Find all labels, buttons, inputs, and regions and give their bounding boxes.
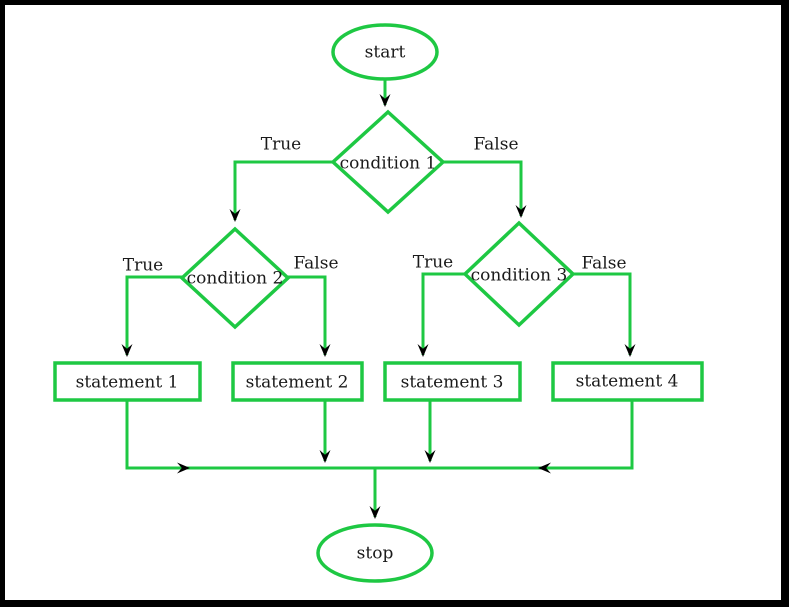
statement2-box [231,361,364,402]
start-ellipse [331,23,439,81]
condition2-true-label: True [122,255,164,276]
statement4-label: statement 4 [575,371,679,392]
condition1-label: condition 1 [339,153,437,174]
condition1-diamond [330,109,446,215]
edge-condition3-true-to-statement3 [417,272,465,357]
stop-label: stop [356,543,394,564]
edge-condition1-true-to-condition2 [229,160,333,222]
condition1-false-label: False [473,134,519,155]
start-label: start [364,42,406,63]
edge-condition1-false-to-condition3 [443,160,527,218]
condition1-true-label: True [260,134,302,155]
edge-statement1-out [125,401,190,474]
condition2-label: condition 2 [186,268,284,289]
edge-condition2-true-to-statement1 [121,275,182,357]
statement1-label: statement 1 [75,372,179,393]
condition3-true-label: True [412,252,454,273]
condition2-diamond [179,226,291,330]
edge-condition2-false-to-statement2 [288,275,331,357]
statement4-box [551,361,704,402]
edge-condition3-false-to-statement4 [573,272,636,357]
condition3-diamond [462,220,576,328]
statement3-box [383,361,522,402]
statement1-box [53,361,202,402]
edge-statement4-out [538,401,634,474]
condition3-label: condition 3 [470,265,568,286]
statement2-label: statement 2 [245,372,349,393]
condition2-false-label: False [293,253,339,274]
stop-ellipse [316,523,434,583]
statement3-label: statement 3 [400,372,504,393]
condition3-false-label: False [581,253,627,274]
